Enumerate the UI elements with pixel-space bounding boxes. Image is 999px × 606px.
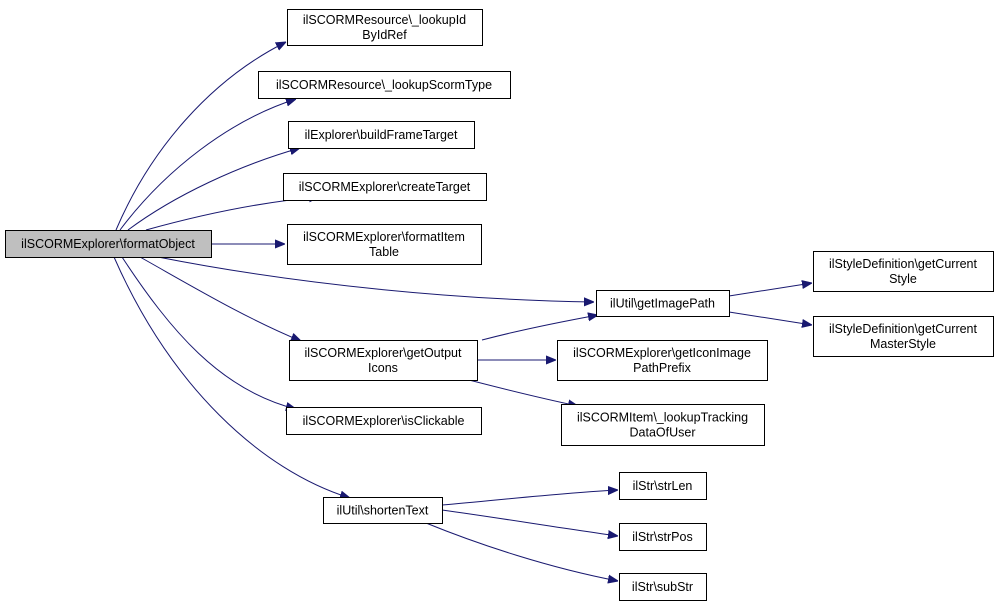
node-label: ByIdRef [362, 28, 407, 42]
node-box [619, 523, 707, 551]
node-label: ilExplorer\buildFrameTarget [305, 128, 458, 142]
edge-getOutputIcons-to-getImagePath [481, 315, 598, 341]
node-label: ilSCORMExplorer\getOutput [304, 346, 462, 360]
node-box [619, 472, 707, 500]
node-label: Table [369, 245, 399, 259]
node-label: ilUtil\shortenText [337, 504, 429, 518]
nodes: ilSCORMExplorer\formatObject ilSCORMResou… [5, 9, 994, 601]
node-strLen[interactable]: ilStr\strLen [619, 472, 707, 500]
node-box [287, 9, 483, 46]
node-strPos[interactable]: ilStr\strPos [619, 523, 707, 551]
edge-root-to-lookupIdByIdRef [115, 42, 286, 231]
edge-root-to-getImagePath [157, 256, 594, 302]
node-label: ilStr\strLen [633, 479, 693, 493]
node-label: Style [889, 272, 917, 286]
node-box [813, 251, 994, 292]
node-shortenText[interactable]: ilUtil\shortenText [323, 497, 443, 524]
node-isClickable[interactable]: ilSCORMExplorer\isClickable [286, 407, 482, 435]
node-label: ilStr\strPos [632, 530, 692, 544]
node-lookupScormType[interactable]: ilSCORMResource\_lookupScormType [258, 71, 511, 99]
node-box [258, 71, 511, 99]
node-box [561, 404, 765, 446]
edge-getImagePath-to-getCurrentMasterStyle [728, 311, 812, 325]
node-label: Icons [368, 361, 398, 375]
node-label: PathPrefix [633, 361, 691, 375]
node-label: ilStr\subStr [632, 580, 693, 594]
node-box [287, 224, 482, 265]
edge-root-to-lookupScormType [119, 99, 296, 231]
node-getImagePath[interactable]: ilUtil\getImagePath [596, 290, 730, 317]
node-label: DataOfUser [630, 426, 696, 440]
node-label: ilSCORMExplorer\getIconImage [573, 346, 751, 360]
node-box [557, 340, 768, 381]
node-box [283, 173, 487, 201]
node-label: ilSCORMItem\_lookupTracking [577, 411, 748, 425]
edge-getOutputIcons-to-lookupTrackingDataOfUser [468, 379, 578, 406]
node-label: ilSCORMExplorer\createTarget [299, 180, 471, 194]
edge-root-to-buildFrameTarget [127, 148, 300, 231]
node-box [289, 340, 478, 381]
node-label: ilSCORMExplorer\formatObject [21, 237, 195, 251]
edge-getImagePath-to-getCurrentStyle [728, 283, 812, 297]
edge-shortenText-to-strPos [441, 509, 618, 536]
edge-shortenText-to-subStr [425, 522, 618, 581]
node-label: ilSCORMResource\_lookupId [303, 13, 466, 27]
node-label: ilStyleDefinition\getCurrent [829, 322, 978, 336]
node-label: ilSCORMExplorer\isClickable [303, 414, 465, 428]
node-box [323, 497, 443, 524]
node-label: ilUtil\getImagePath [610, 297, 715, 311]
node-subStr[interactable]: ilStr\subStr [619, 573, 707, 601]
node-label: ilStyleDefinition\getCurrent [829, 257, 978, 271]
edge-root-to-shortenText [113, 256, 350, 498]
node-label: ilSCORMResource\_lookupScormType [276, 78, 492, 92]
node-createTarget[interactable]: ilSCORMExplorer\createTarget [283, 173, 487, 201]
node-label: MasterStyle [870, 337, 936, 351]
edges [113, 42, 812, 581]
edge-root-to-isClickable [121, 256, 296, 409]
node-root[interactable]: ilSCORMExplorer\formatObject [5, 230, 212, 258]
node-label: ilSCORMExplorer\formatItem [303, 230, 465, 244]
edge-root-to-getOutputIcons [139, 256, 301, 341]
node-box [619, 573, 707, 601]
edge-shortenText-to-strLen [441, 490, 618, 506]
node-box [813, 316, 994, 357]
node-box [5, 230, 212, 258]
node-buildFrameTarget[interactable]: ilExplorer\buildFrameTarget [288, 121, 475, 149]
node-box [288, 121, 475, 149]
node-box [286, 407, 482, 435]
node-box [596, 290, 730, 317]
